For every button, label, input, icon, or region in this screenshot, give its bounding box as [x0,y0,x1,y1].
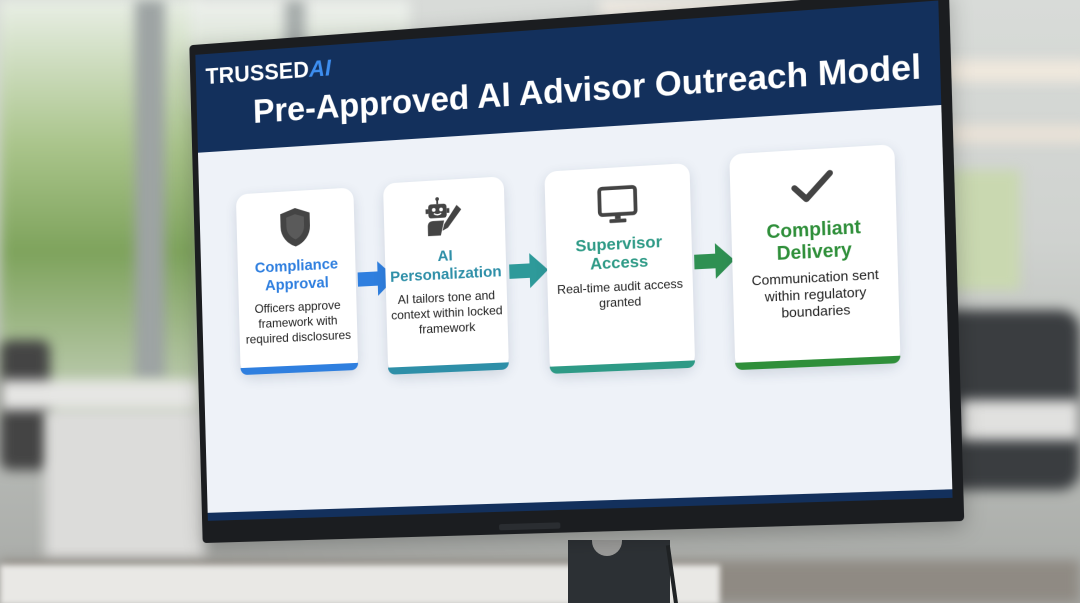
robot-pen-icon [423,193,464,240]
monitor-control-button [499,522,561,531]
cable-hole [592,540,622,556]
slide-footer-bar [207,489,953,521]
window-frame [135,0,165,380]
monitor-stand [568,540,670,603]
checkmark-icon [790,163,834,212]
desk [960,400,1080,440]
trussed-logo: TRUSSEDAI [205,55,331,90]
logo-text: TRUSSED [205,56,310,90]
accent-bar [735,355,901,371]
logo-ai-mark: AI [308,55,332,82]
ceiling-light [930,60,1080,82]
shield-icon [275,204,315,251]
ceiling-light [940,125,1080,143]
slide-header: TRUSSEDAI Pre-Approved AI Advisor Outrea… [195,0,942,153]
window-greenery [950,170,1020,290]
accent-bar [240,362,359,376]
monitor: TRUSSEDAI Pre-Approved AI Advisor Outrea… [189,0,965,544]
arrow-right-icon [508,252,549,290]
step-description: Real-time audit access granted [556,276,684,311]
slide-title: Pre-Approved AI Advisor Outreach Model [252,46,922,131]
step-description: Officers approve framework with required… [245,297,352,347]
arrow-right-icon [693,242,735,280]
step-description: AI tailors tone and context within locke… [391,287,503,337]
arrow-right-icon [357,260,397,297]
monitor-icon [596,181,639,229]
slide-screen: TRUSSEDAI Pre-Approved AI Advisor Outrea… [195,0,953,521]
desk [0,380,200,410]
cabinet [45,410,205,560]
step-description: Communication sent within regulatory bou… [751,266,879,321]
accent-bar [549,360,696,374]
accent-bar [388,362,509,375]
